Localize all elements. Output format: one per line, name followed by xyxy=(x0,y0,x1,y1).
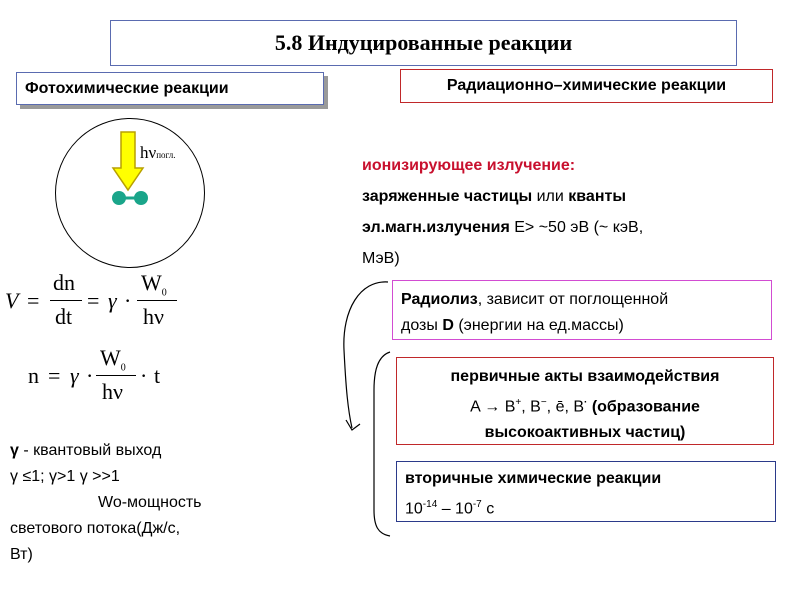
radiolysis-line-1: Радиолиз, зависит от поглощенной xyxy=(401,291,669,308)
abs-subscript: погл. xyxy=(156,150,176,160)
arrow-head-icon xyxy=(345,419,361,431)
ionizing-line-2: эл.магн.излучения E> ~50 эВ (~ кэВ, xyxy=(362,219,644,236)
fraction-bar-2 xyxy=(137,300,177,301)
legend-line-5: Вт) xyxy=(10,546,33,563)
nu-symbol: ν xyxy=(148,143,157,162)
formula-dot: · xyxy=(124,288,132,313)
primary-line-3: высокоактивных частиц) xyxy=(484,424,686,442)
connector-svg xyxy=(343,281,391,537)
formula2-n: n xyxy=(28,363,39,388)
secondary-timescale: 10-14 – 10-7 с xyxy=(405,499,495,518)
molecule-atom-left xyxy=(112,191,126,205)
curved-arrow xyxy=(343,281,389,429)
legend-line-3: Wo-мощность xyxy=(98,494,202,511)
radiation-box: Радиационно–химические реакции xyxy=(400,69,773,103)
h-nu-absorbed: hνпогл. xyxy=(140,143,175,163)
formula2-hnu: hν xyxy=(102,379,123,404)
page-title: 5.8 Индуцированные реакции xyxy=(274,30,573,55)
formula-W0: W0 xyxy=(141,270,167,299)
photochemical-label: Фотохимические реакции xyxy=(25,79,229,97)
ionizing-title: ионизирующее излучение: xyxy=(362,157,576,174)
formula2-gamma: γ xyxy=(70,363,79,388)
formula2-t: t xyxy=(154,363,161,388)
primary-line-1: первичные акты взаимодействия xyxy=(450,368,720,385)
secondary-line-1: вторичные химические реакции xyxy=(405,470,662,487)
formula-hnu: hν xyxy=(143,304,164,329)
title-box: 5.8 Индуцированные реакции xyxy=(110,20,737,66)
primary-line-2: A → B+, B−, ē, B· (образование xyxy=(470,397,700,416)
formula-eq-1: = xyxy=(27,288,40,313)
legend-line-2: γ ≤1; γ>1 γ >>1 xyxy=(10,468,120,485)
quantum-yield-legend: γ - квантовый выход γ ≤1; γ>1 γ >>1 Wo-м… xyxy=(10,438,290,568)
quantity-formula: n = γ · W0 hν · t xyxy=(28,343,228,415)
formula-V: V xyxy=(5,288,19,313)
primary-acts-box: первичные акты взаимодействия A → B+, B−… xyxy=(396,357,774,445)
ionizing-line-3: МэВ) xyxy=(362,250,400,267)
formula2-eq: = xyxy=(48,363,61,388)
formula-eq-2: = xyxy=(87,288,100,313)
formula-gamma: γ xyxy=(108,288,117,313)
photon-arrow-icon xyxy=(111,131,145,192)
secondary-reactions-box: вторичные химические реакции 10-14 – 10-… xyxy=(396,461,776,522)
radiation-label: Радиационно–химические реакции xyxy=(446,77,727,94)
brace-bracket xyxy=(373,351,391,537)
formula2-dot: · xyxy=(86,363,94,388)
photochemical-box: Фотохимические реакции xyxy=(16,72,324,105)
fraction-bar-3 xyxy=(96,375,136,376)
fraction-bar-1 xyxy=(50,300,82,301)
rate-formula: V = dn dt = γ · W0 hν xyxy=(5,268,205,340)
formula2-dot-2: · xyxy=(140,363,148,388)
molecule-atom-right xyxy=(134,191,148,205)
photon-absorption-diagram xyxy=(111,131,148,205)
formula-dt: dt xyxy=(55,304,73,329)
ionizing-radiation-block: ионизирующее излучение: заряженные части… xyxy=(362,150,762,274)
ionizing-line-1: заряженные частицы или кванты xyxy=(362,188,626,205)
photon-circle xyxy=(55,118,205,268)
legend-line-4: светового потока(Дж/с, xyxy=(10,520,181,537)
legend-line-1: γ - квантовый выход xyxy=(10,442,162,459)
radiolysis-line-2: дозы D (энергии на ед.массы) xyxy=(401,317,624,334)
radiolysis-box: Радиолиз, зависит от поглощенной дозы D … xyxy=(392,280,772,340)
formula2-W0: W0 xyxy=(100,345,126,374)
formula-dn: dn xyxy=(53,270,75,295)
h-symbol: h xyxy=(140,143,149,162)
